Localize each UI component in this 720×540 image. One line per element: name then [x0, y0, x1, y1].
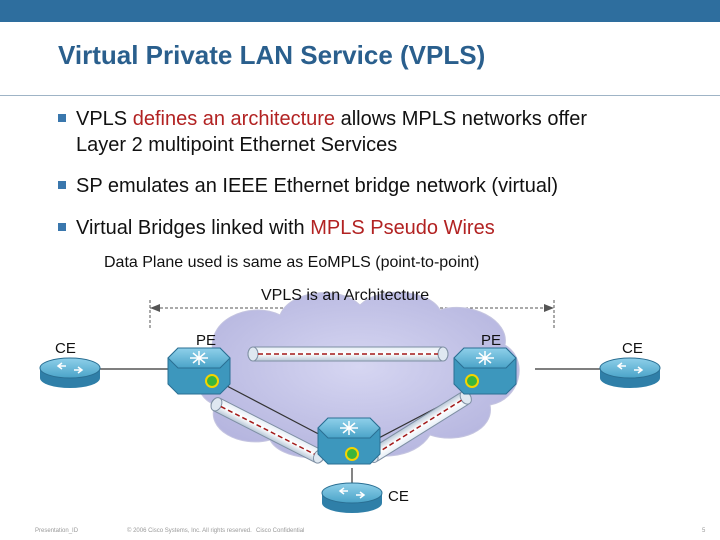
bullet-1-line2-text: Layer 2 multipoint Ethernet Services: [76, 134, 398, 156]
pseudowire-tube-icon: [247, 346, 449, 362]
bullet-1-highlight: defines an architecture: [132, 108, 336, 130]
bullet-1-part-1: VPLS: [76, 108, 133, 130]
attachment-links: [100, 368, 600, 485]
ce-left-label: CE: [55, 340, 76, 357]
pe-switch-icon: [453, 347, 517, 395]
ce-right-label: CE: [622, 340, 643, 357]
bullet-2-text: SP emulates an IEEE Ethernet bridge netw…: [76, 175, 559, 197]
architecture-label: VPLS is an Architecture: [261, 287, 430, 304]
bullet-1-part-3: allows MPLS networks offer: [335, 108, 587, 130]
bullet-marker: [58, 181, 66, 189]
top-bar: [0, 0, 720, 22]
ce-router-icon: [321, 482, 383, 513]
bullet-marker: [58, 223, 66, 231]
footer-presentation-id: Presentation_ID: [35, 528, 79, 534]
footer-confidential: Cisco Confidential: [256, 528, 305, 534]
pe-switch-icon: [317, 417, 381, 465]
pe-switch-icon: [167, 347, 231, 395]
bullet-3-part-1: Virtual Bridges linked with: [76, 217, 311, 239]
title-divider: [0, 95, 720, 96]
ce-router-icon: [599, 357, 661, 388]
bullet-marker: [58, 114, 66, 122]
footer-copyright: © 2006 Cisco Systems, Inc. All rights re…: [127, 528, 252, 534]
data-plane-note: Data Plane used is same as EoMPLS (point…: [104, 254, 480, 271]
pe-left-label: PE: [196, 332, 217, 349]
ce-router-icon: [39, 357, 101, 388]
page-number: 5: [702, 528, 706, 534]
pseudowire-tube-icon: [210, 397, 325, 464]
ce-bottom-label: CE: [388, 488, 409, 505]
bullet-3-highlight: MPLS Pseudo Wires: [310, 217, 495, 239]
slide-title: Virtual Private LAN Service (VPLS): [58, 40, 486, 70]
pe-right-label: PE: [481, 332, 502, 349]
